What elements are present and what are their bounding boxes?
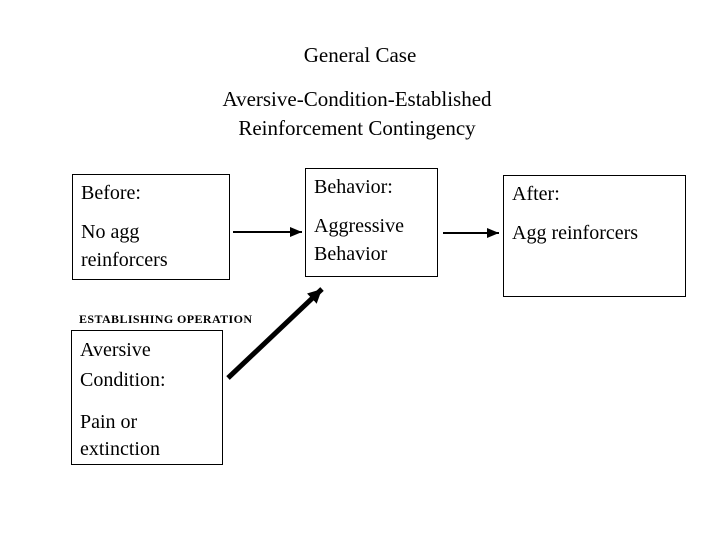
- after-box-content: Agg reinforcers: [512, 219, 677, 247]
- before-box-line-2: reinforcers: [81, 249, 168, 271]
- behavior-box: Behavior: Aggressive Behavior: [305, 168, 438, 277]
- aversive-condition-line-1: Pain or: [80, 411, 138, 433]
- behavior-box-content: Aggressive Behavior: [314, 212, 429, 268]
- behavior-box-line-1: Aggressive: [314, 215, 404, 237]
- before-box: Before: No agg reinforcers: [72, 174, 230, 280]
- aversive-condition-line-2: extinction: [80, 438, 160, 460]
- slide-subtitle-line-1: Aversive-Condition-Established: [222, 87, 492, 111]
- before-box-content: No agg reinforcers: [81, 218, 221, 274]
- behavior-box-heading: Behavior:: [314, 176, 393, 198]
- slide-subtitle-line-2: Reinforcement Contingency: [238, 116, 476, 140]
- after-box-line-1: Agg reinforcers: [512, 222, 639, 244]
- after-box-heading: After:: [512, 183, 560, 205]
- aversive-condition-box-content: Pain or extinction: [80, 409, 214, 463]
- aversive-condition-heading-line-2: Condition:: [80, 369, 166, 391]
- establishing-operation-caption: ESTABLISHING OPERATION: [79, 312, 253, 326]
- before-box-line-1: No agg: [81, 221, 140, 243]
- aversive-condition-box: Aversive Condition: Pain or extinction: [71, 330, 223, 465]
- before-box-heading: Before:: [81, 182, 141, 204]
- arrow-establishing-operation-to-behavior-icon: [226, 287, 324, 380]
- slide-title: General Case: [303, 43, 417, 67]
- aversive-condition-heading-line-1: Aversive: [80, 339, 151, 361]
- aversive-condition-box-heading: Aversive Condition:: [80, 335, 214, 395]
- behavior-box-line-2: Behavior: [314, 243, 388, 265]
- slide-subtitle: Aversive-Condition-Established Reinforce…: [0, 85, 714, 143]
- after-box: After: Agg reinforcers: [503, 175, 686, 297]
